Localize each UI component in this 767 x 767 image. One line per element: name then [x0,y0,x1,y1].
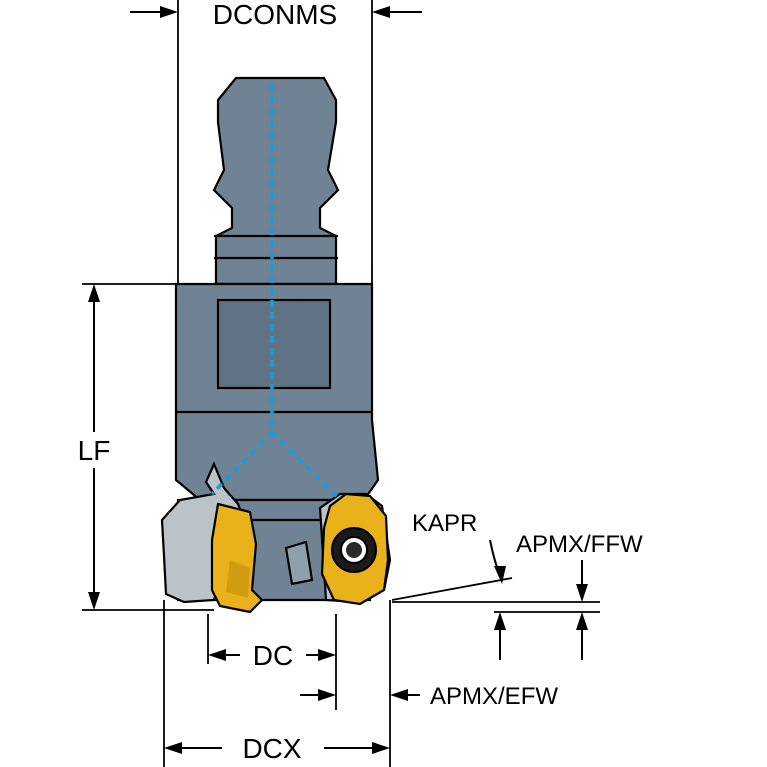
dconms-label: DCONMS [213,0,337,30]
dcx-dimension: DCX [163,600,390,767]
lf-label: LF [78,435,111,466]
dcx-label: DCX [242,733,301,764]
coolant-right-branch [270,430,342,502]
apmx-efw-dimension: APMX/EFW [300,600,558,767]
dc-label: DC [253,640,293,671]
apmx-ffw-dimension: APMX/FFW [494,531,643,660]
insert-left-shade [226,560,250,598]
insert-screw-head [346,542,362,558]
screw-pocket [284,540,314,586]
insert-left [210,502,264,614]
coolant-left-branch [210,430,274,496]
coolant-channels [210,84,342,502]
kapr-label: KAPR [412,510,477,537]
lf-dimension: LF [72,283,214,611]
dc-dimension: DC [207,614,337,710]
kapr-dimension: KAPR [391,510,600,603]
body-flat-window [216,298,332,390]
dconms-dimension: DCONMS [130,0,422,284]
apmx-efw-label: APMX/EFW [430,683,558,710]
coupling-neck [212,76,340,286]
apmx-ffw-label: APMX/FFW [516,531,643,558]
